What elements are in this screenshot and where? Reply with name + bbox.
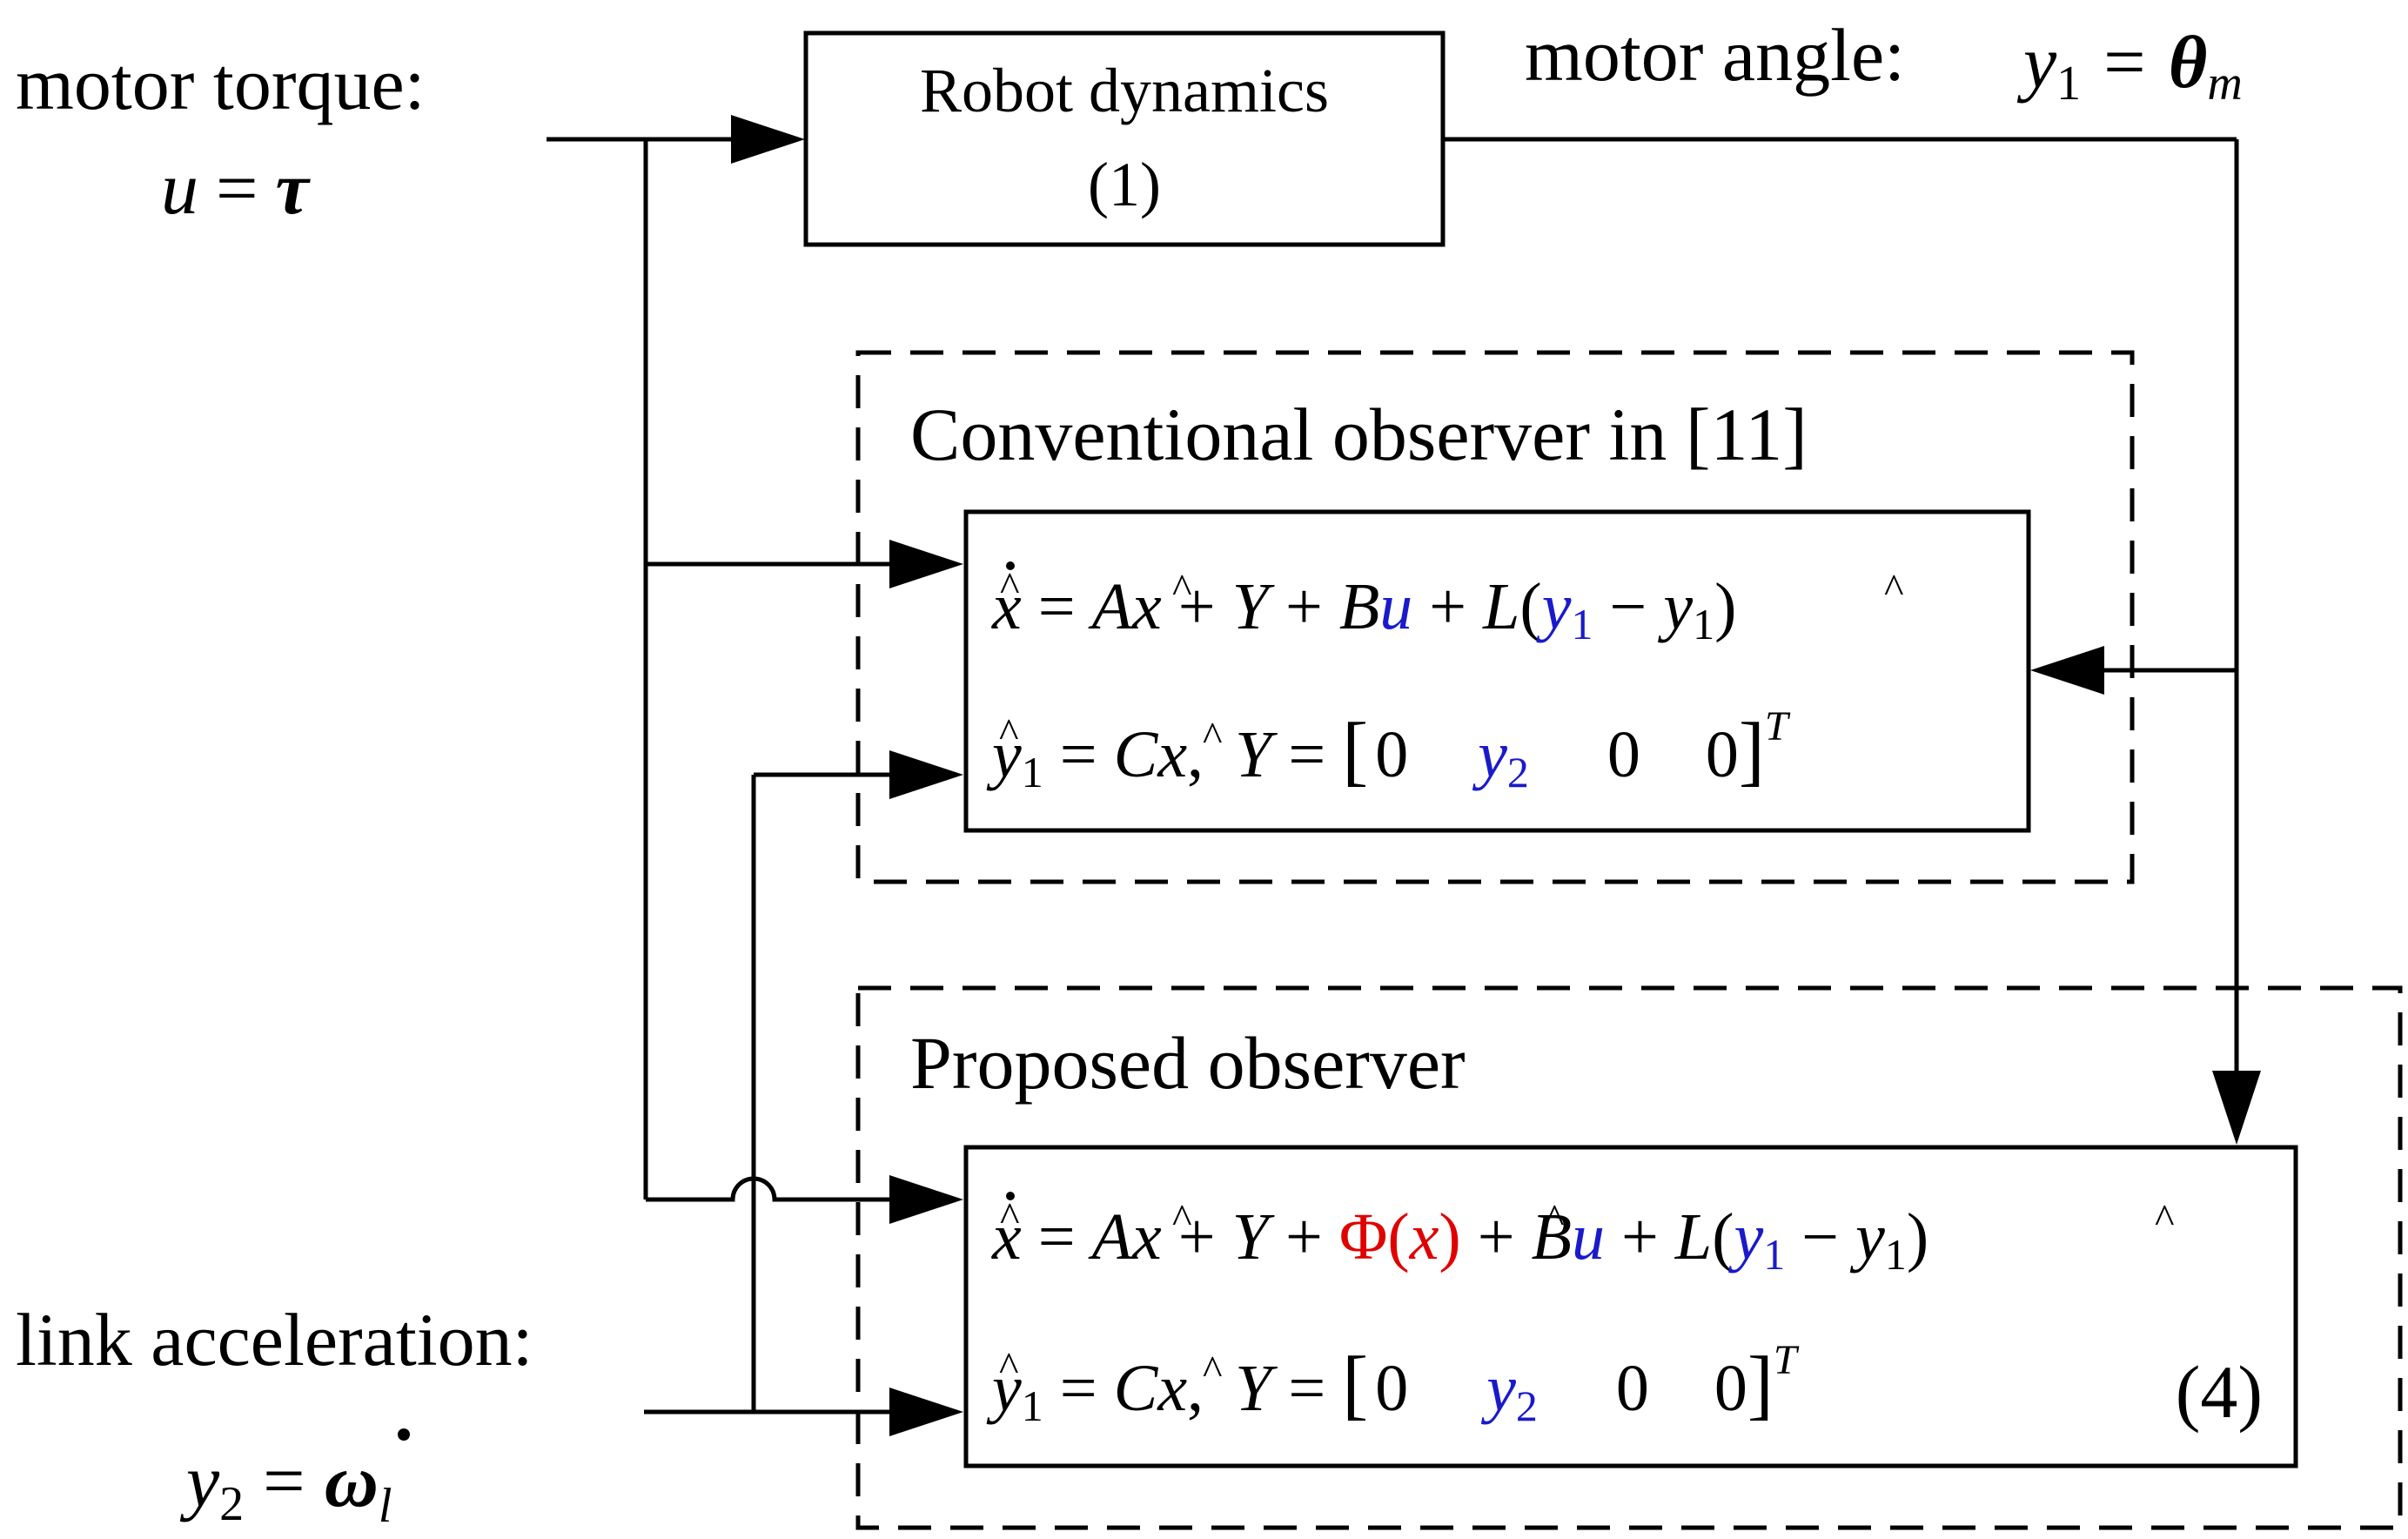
svg-text:y2=ωl: y2=ωl [179,1439,392,1533]
prop-xhat-accent: ^ [1172,1196,1192,1242]
svg-text:x = Ax + Y + Bu + L(y1 − y1): x = Ax + Y + Bu + L(y1 − y1) [991,570,1736,649]
prop-eq2-xhat-accent: ^ [1203,1347,1223,1394]
conventional-observer-frame [855,350,2135,884]
proposed-observer-block [963,1145,2298,1468]
proposed-state-equation: x = Ax + Y + Φ(x) + Bu + L(y1 − y1) ^ ^ … [991,1192,2175,1279]
accel-time-derivative-dot [398,1428,410,1441]
prop-yhat-accent: ^ [2155,1196,2175,1242]
torque-to-proposed [646,1176,922,1202]
conv-xdot-dot [1006,561,1015,570]
arrowhead-prop-y1 [2212,1071,2261,1145]
proposed-observer-title: Proposed observer [910,1021,1466,1105]
robot-dynamics-title: Robot dynamics [920,56,1329,125]
prop-xdot-hat: ^ [1000,1194,1020,1240]
prop-xdot-dot [1006,1192,1015,1200]
motor-torque-label: motor torque: [16,42,426,125]
conv-xdot-hat: ^ [1000,564,1020,610]
conventional-observer-title: Conventional observer in [11] [910,393,1808,476]
motor-angle-equation: y1=θm [2016,20,2243,111]
motor-torque-equation: u=τ [161,146,312,230]
proposed-equation-number: (4) [2176,1350,2263,1434]
arrowhead-conv-y2 [889,750,963,799]
svg-text:x = Ax + Y + Φ(x) + Bu + L(y1: x = Ax + Y + Φ(x) + Bu + L(y1 − y1) [991,1200,1928,1279]
conventional-observer-block [963,509,2031,833]
link-acceleration-equation: y2=ωl [179,1428,410,1533]
conv-eq2-xhat-accent: ^ [1203,714,1223,760]
conv-yhat-accent: ^ [1884,566,1904,612]
arrowhead-conv-u [889,540,963,588]
arrowhead-conv-y1 [2030,646,2104,695]
conv-eq2-yhat-accent: ^ [999,710,1019,756]
motor-angle-label: motor angle: [1525,13,1905,97]
arrowhead-prop-y2 [889,1388,963,1436]
signal-wires [547,115,2261,1436]
conventional-state-equation: x = Ax + Y + Bu + L(y1 − y1) ^ ^ ^ [991,561,1904,649]
prop-eq2-yhat-accent: ^ [999,1344,1019,1390]
robot-dynamics-eq-ref: (1) [1088,150,1161,219]
arrowhead-robot-input [731,115,805,164]
arrowhead-prop-u [889,1175,963,1224]
link-acceleration-label: link acceleration: [16,1298,533,1381]
prop-phi-xhat-accent: ^ [1545,1196,1565,1242]
conv-xhat-accent: ^ [1172,566,1192,612]
robot-dynamics-block [803,30,1445,247]
proposed-observer-frame [855,985,2403,1530]
